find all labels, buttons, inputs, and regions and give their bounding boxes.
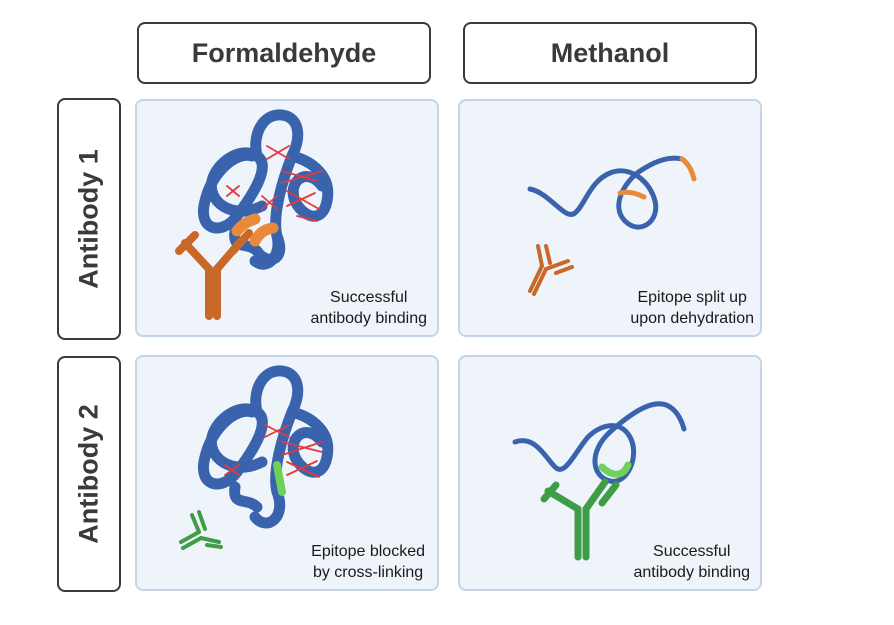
panel-caption: Epitope split up upon dehydration [630,289,754,327]
epitope-1 [231,213,279,247]
panel-antibody1-formaldehyde: Successful antibody binding [135,99,439,337]
epitope-1a [617,189,647,200]
panel-antibody2-formaldehyde: Epitope blocked by cross-linking [135,355,439,591]
panel-caption: Epitope blocked by cross-linking [311,543,425,581]
row-label-antibody-2: Antibody 2 [73,404,104,544]
crosslinked-protein-illustration [179,365,334,550]
protein-chain [198,365,334,529]
column-header-methanol: Methanol [463,22,757,84]
antibody-2-icon [179,510,223,550]
antibody-1-icon [528,244,574,296]
panel-caption: Successful antibody binding [310,289,427,327]
protein-chain [512,401,687,484]
crosslinked-protein-illustration [175,109,334,320]
crosslinks [226,145,323,222]
protein-chain [527,155,685,230]
panel-antibody1-methanol: Epitope split up upon dehydration [458,99,762,337]
column-header-formaldehyde: Formaldehyde [137,22,431,84]
row-label-antibody-1: Antibody 1 [73,149,104,289]
denatured-protein-illustration [512,401,687,561]
crosslinks [224,424,323,478]
row-header-antibody-1: Antibody 1 [57,98,121,340]
protein-chain [198,109,334,270]
epitope-2-blocked [273,461,286,496]
denatured-protein-illustration [527,155,697,296]
row-header-antibody-2: Antibody 2 [57,356,121,592]
epitope-1b [679,156,697,182]
panel-antibody2-methanol: Successful antibody binding [458,355,762,591]
antibody-1-icon [175,229,253,320]
antibody-2-icon [540,478,620,561]
panel-caption: Successful antibody binding [633,543,750,581]
epitope-2 [598,461,632,478]
